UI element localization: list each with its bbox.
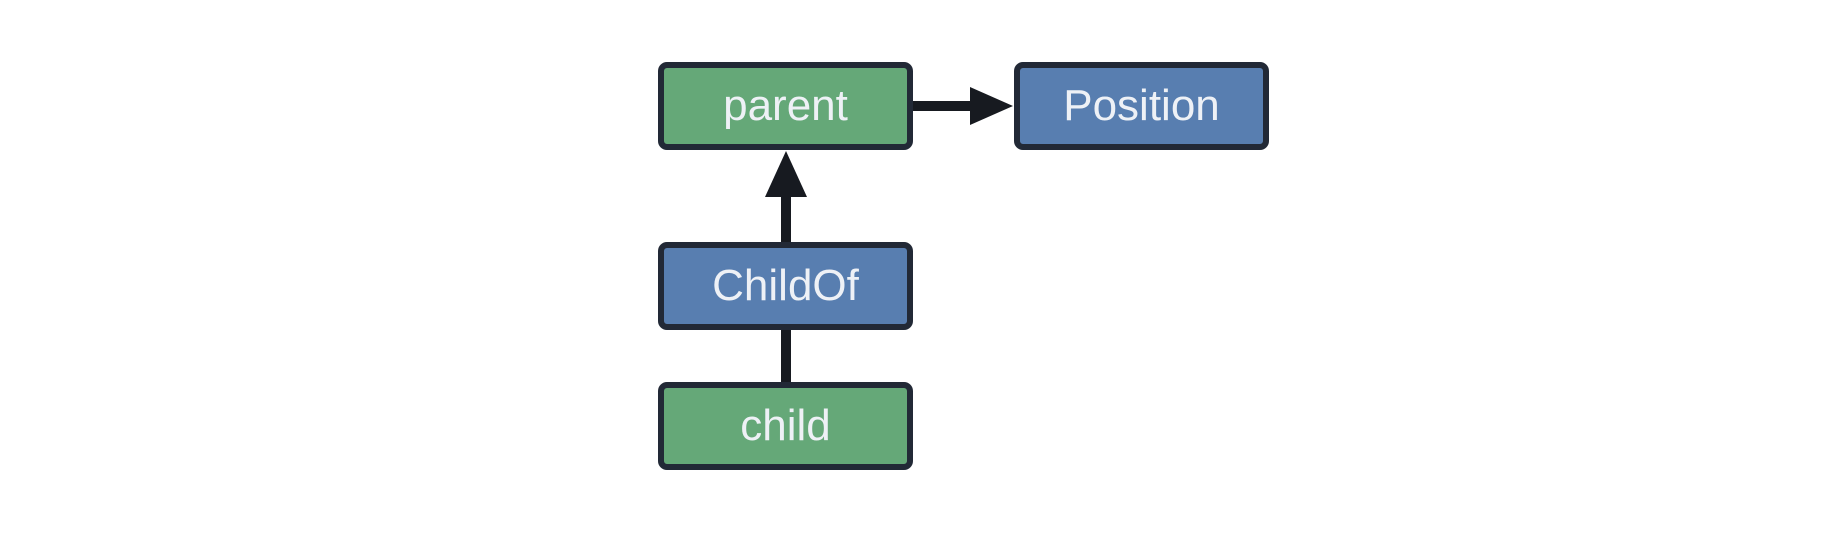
- node-childof: ChildOf: [658, 242, 913, 330]
- node-child-label: child: [740, 401, 831, 450]
- node-child: child: [658, 382, 913, 470]
- node-childof-label: ChildOf: [712, 261, 859, 310]
- node-position-label: Position: [1063, 81, 1220, 130]
- arrow-parent-to-position: [913, 87, 1013, 125]
- node-parent: parent: [658, 62, 913, 150]
- node-parent-label: parent: [723, 81, 848, 130]
- arrow-childof-to-parent: [765, 151, 807, 243]
- node-position: Position: [1014, 62, 1269, 150]
